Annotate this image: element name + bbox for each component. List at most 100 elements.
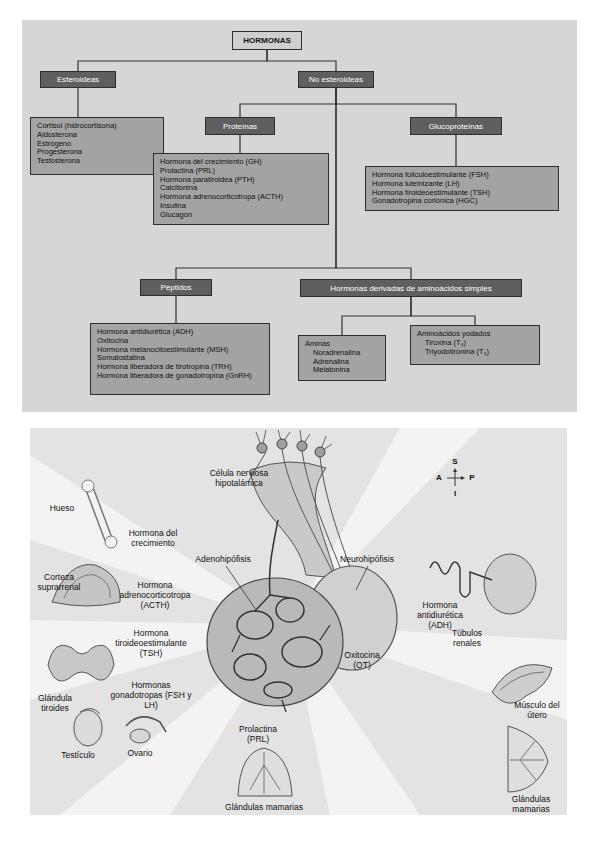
illustration-label: Oxitocina (OT) bbox=[336, 650, 388, 670]
bone-shaft bbox=[90, 490, 108, 538]
list-box: AminasNoradrenalinaAdrenalinaMelatonina bbox=[298, 335, 386, 381]
neuron-body bbox=[315, 447, 325, 457]
node-text: Hormona antidiurética (ADH) bbox=[97, 328, 263, 337]
renal-tubule bbox=[430, 562, 492, 597]
illustration-label: Neurohipófisis bbox=[330, 554, 404, 564]
tree-connector bbox=[267, 50, 336, 71]
neuron-body bbox=[297, 441, 307, 451]
tree-connector bbox=[455, 135, 456, 166]
chart-panel bbox=[22, 20, 577, 412]
node-text: Gonadotropina coriónica (HGC) bbox=[372, 197, 552, 206]
node-text: Hormona foliculoestimulante (FSH) bbox=[372, 171, 552, 180]
capillary-loop bbox=[264, 682, 292, 698]
node-text: Tiroxina (T₄) bbox=[417, 339, 533, 348]
tree-connector bbox=[342, 297, 411, 335]
illustration-label: Testículo bbox=[53, 750, 103, 760]
bone-shaft bbox=[90, 490, 108, 538]
compass-tip bbox=[461, 476, 465, 480]
illustration-panel bbox=[30, 428, 567, 815]
thyroid-gland bbox=[48, 645, 114, 681]
node-text: Péptidos bbox=[160, 283, 191, 292]
node-text: Triyodotironina (T₃) bbox=[417, 348, 533, 357]
node-text: Prolactina (PRL) bbox=[160, 167, 322, 176]
uterus-inner bbox=[500, 672, 544, 690]
category-box: Esteroideas bbox=[40, 71, 116, 88]
capillary-loop bbox=[282, 637, 322, 667]
tree-connector bbox=[77, 88, 78, 117]
node-text: Esteroideas bbox=[57, 75, 99, 84]
node-text: Proteínas bbox=[223, 122, 257, 131]
mammary-ducts bbox=[510, 740, 544, 780]
uterus-muscle bbox=[492, 665, 552, 703]
bone-head bbox=[82, 480, 94, 492]
node-text: No esteroideas bbox=[309, 75, 363, 84]
node-text: Hormonas derivadas de aminoácidos simple… bbox=[330, 284, 491, 293]
capillary-branches bbox=[232, 595, 330, 712]
ovary-shape bbox=[130, 729, 150, 743]
category-box: Glucoproteínas bbox=[410, 117, 502, 135]
neuron-body bbox=[257, 443, 267, 453]
illustration-label: Corteza suprarrenal bbox=[28, 572, 90, 592]
illustration-label: Célula nerviosa hipotalámica bbox=[196, 468, 282, 488]
node-text: Aminoácidos yodados bbox=[417, 330, 533, 339]
node-text: Adrenalina bbox=[305, 358, 379, 367]
node-text: Insulina bbox=[160, 202, 322, 211]
illustration-label: Prolactina (PRL) bbox=[230, 724, 286, 744]
node-text: Cortisol (hidrocortisona) bbox=[37, 122, 157, 131]
mammary-ducts bbox=[250, 752, 280, 794]
category-box: Proteínas bbox=[205, 117, 275, 135]
category-box: No esteroideas bbox=[298, 71, 374, 88]
category-box: Hormonas derivadas de aminoácidos simple… bbox=[300, 279, 522, 297]
root-box: HORMONAS bbox=[232, 31, 302, 50]
node-text: Somatostatina bbox=[97, 354, 263, 363]
node-text: Hormona liberadora de tirotropina (TRH) bbox=[97, 363, 263, 372]
node-text: Glucagón bbox=[160, 211, 322, 220]
illustration-label: Hormona antidiurética (ADH) bbox=[408, 600, 472, 630]
list-box: Hormona del crecimiento (GH)Prolactina (… bbox=[153, 153, 329, 225]
neuron-body bbox=[277, 439, 287, 449]
illustration-label: Hueso bbox=[42, 503, 82, 513]
illustration-label: Glándula tiroides bbox=[28, 693, 82, 713]
node-text: Oxitocina bbox=[97, 337, 263, 346]
illustration-label: Ovario bbox=[120, 748, 160, 758]
category-box: Péptidos bbox=[140, 279, 212, 296]
node-text: Estrógeno bbox=[37, 140, 157, 149]
portal-vessel bbox=[269, 520, 278, 595]
node-text: Hormona tiroideoestimulante (TSH) bbox=[372, 189, 552, 198]
tree-connector bbox=[175, 296, 176, 323]
illustration-label: Hormona tiroideoestimulante (TSH) bbox=[108, 628, 194, 658]
node-text: Hormona liberadora de gonadotropina (GnR… bbox=[97, 372, 263, 381]
tree-connector bbox=[240, 88, 336, 117]
kidney-shape bbox=[484, 554, 536, 614]
list-box: Hormona foliculoestimulante (FSH)Hormona… bbox=[365, 166, 559, 211]
tree-connector bbox=[78, 50, 267, 71]
node-text: Calcitonina bbox=[160, 184, 322, 193]
node-text: Hormona adrenocorticotropa (ACTH) bbox=[160, 193, 322, 202]
compass-tip bbox=[453, 468, 457, 472]
node-text: HORMONAS bbox=[243, 36, 291, 45]
node-text: Noradrenalina bbox=[305, 349, 379, 358]
illustration-label: Hormonas gonadotropas (FSH y LH) bbox=[110, 680, 192, 710]
node-text: Hormona luteinizante (LH) bbox=[372, 180, 552, 189]
node-text: Hormona melanocitoestimulante (MSH) bbox=[97, 346, 263, 355]
illustration-label: Glándulas mamarias bbox=[216, 802, 312, 812]
illustration-label: Músculo del útero bbox=[512, 700, 562, 720]
anterior-lobe bbox=[207, 578, 343, 706]
tree-connector bbox=[239, 135, 240, 153]
illustration-label: Túbulos renales bbox=[440, 628, 494, 648]
compass-letter: P bbox=[467, 473, 477, 483]
list-box: Hormona antidiurética (ADH)OxitocinaHorm… bbox=[90, 323, 270, 395]
fallopian-tube bbox=[126, 717, 166, 732]
capillary-loop bbox=[237, 611, 273, 639]
tree-connector bbox=[336, 88, 456, 117]
capillary-loop bbox=[234, 654, 266, 680]
mammary-gland bbox=[238, 748, 292, 796]
node-text: Glucoproteínas bbox=[429, 122, 483, 131]
node-text: Aldosterona bbox=[37, 131, 157, 140]
mammary-gland bbox=[508, 726, 548, 792]
list-box: Aminoácidos yodadosTiroxina (T₄)Triyodot… bbox=[410, 325, 540, 365]
node-text: Melatonina bbox=[305, 366, 379, 375]
illustration-label: Hormona adrenocorticotropa (ACTH) bbox=[113, 580, 197, 610]
node-text: Hormona paratiroidea (PTH) bbox=[160, 176, 322, 185]
